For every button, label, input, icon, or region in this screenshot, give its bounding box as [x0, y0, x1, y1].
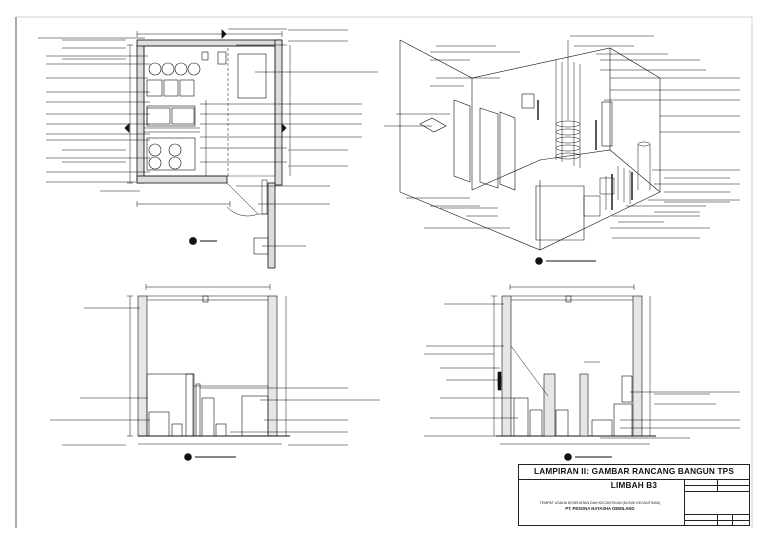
plan-wall-right	[274, 39, 283, 186]
section-a-leaders	[50, 307, 380, 433]
plan-note-marks	[62, 29, 348, 167]
section-a-marker-icon	[184, 453, 192, 461]
section-b-leaders	[426, 303, 740, 439]
plan-leaders	[38, 28, 378, 247]
isometric-view	[399, 39, 661, 265]
section-a	[127, 284, 290, 461]
plan-containers	[144, 51, 269, 255]
sheet-border	[15, 16, 753, 528]
plan-drums	[148, 62, 201, 170]
title-block-main: TEMPAT USAHA KESEHATAN DAN KECANTIKAN (K…	[519, 479, 685, 526]
company-line: PT. PESONA NATASHA GEMILANG	[565, 506, 635, 511]
facility-line: TEMPAT USAHA KESEHATAN DAN KECANTIKAN (K…	[539, 501, 661, 505]
plan-wall-bottom	[136, 175, 228, 184]
section-b-note-marks	[424, 353, 716, 437]
section-b	[491, 284, 656, 461]
iso-leaders	[384, 35, 740, 239]
iso-note-marks	[428, 45, 730, 223]
view-marker-icon	[535, 257, 543, 265]
sheet-title: LAMPIRAN II: GAMBAR RANCANG BANGUN TPS L…	[519, 465, 749, 490]
title-block-cells	[684, 479, 750, 526]
title-block: LAMPIRAN II: GAMBAR RANCANG BANGUN TPS L…	[518, 464, 750, 526]
project-description: TEMPAT USAHA KESEHATAN DAN KECANTIKAN (K…	[525, 501, 675, 511]
north-arrow-icon	[189, 237, 197, 245]
plan-wall-extension	[267, 182, 276, 269]
section-b-marker-icon	[564, 453, 572, 461]
floor-plan	[124, 29, 291, 269]
